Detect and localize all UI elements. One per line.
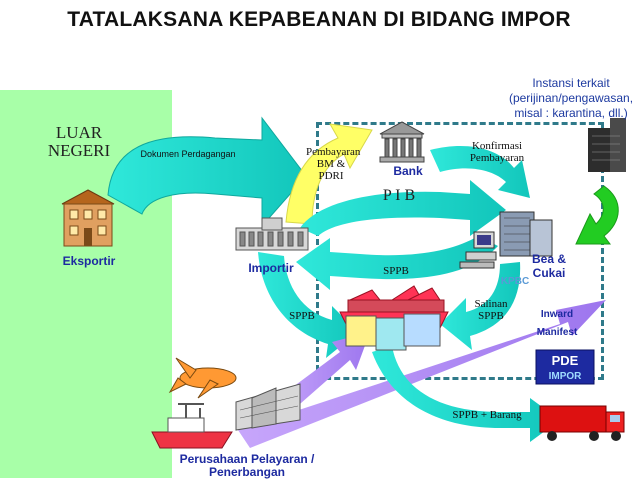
sppb-top-label: SPPB xyxy=(383,265,409,277)
importir-label: Importir xyxy=(248,261,294,275)
perusahaan-label: Perusahaan Pelayaran / Penerbangan xyxy=(179,452,315,479)
pembayaran-label: Pembayaran BM & PDRI xyxy=(306,146,361,182)
cargo-ship-icon xyxy=(339,285,449,351)
bea-cukai-building-icon xyxy=(499,211,553,257)
dokumen-perdagangan-arrow xyxy=(107,116,307,228)
impor-label: IMPOR xyxy=(549,371,583,382)
inward-manifest-arrow xyxy=(238,300,606,448)
instansi-arrow xyxy=(575,185,619,245)
konfirmasi-arrow xyxy=(430,146,530,198)
bank-label: Bank xyxy=(393,164,423,178)
sppb-barang-label: SPPB + Barang xyxy=(452,409,522,421)
eksportir-building-icon xyxy=(61,189,115,247)
importir-building-icon xyxy=(235,217,309,251)
pde-label: PDE xyxy=(552,353,579,368)
instansi-terkait-label: Instansi terkait (perijinan/pengawasan, … xyxy=(508,76,634,120)
pembayaran-arrow xyxy=(285,123,373,225)
ship-icon xyxy=(151,404,233,449)
bea-cukai-label: Bea & Cukai xyxy=(531,252,566,280)
page-title: TATALAKSANA KEPABEANAN DI BIDANG IMPOR xyxy=(67,8,571,31)
sppb-left-label: SPPB xyxy=(289,310,315,322)
pib-arrow xyxy=(300,180,506,236)
eksportir-label: Eksportir xyxy=(62,254,116,268)
salinan-sppb-label: Salinan SPPB xyxy=(474,298,508,322)
airplane-icon xyxy=(168,357,237,405)
perusahaan-building-icon xyxy=(235,383,301,431)
pde-impor-badge: PDE IMPOR xyxy=(535,349,595,385)
instansi-building-icon xyxy=(588,118,626,172)
salinan-sppb-arrow xyxy=(440,262,521,350)
luar-negeri-label: LUAR NEGERI xyxy=(47,123,111,160)
kpbc-computer-icon xyxy=(459,231,497,269)
sppb-left-arrow xyxy=(258,252,358,358)
bank-building-icon xyxy=(379,121,425,163)
konfirmasi-label: Konfirmasi Pembayaran xyxy=(469,140,525,164)
dokumen-perdagangan-label: Dokumen Perdagangan xyxy=(140,149,236,159)
sppb-barang-arrow xyxy=(372,346,560,442)
inward-manifest-label: Inward Manifest xyxy=(536,309,578,338)
kpbc-label: KPBC xyxy=(500,276,530,287)
truck-icon xyxy=(539,405,625,441)
sppb-top-arrow xyxy=(296,236,498,290)
pib-label: P I B xyxy=(382,187,416,204)
